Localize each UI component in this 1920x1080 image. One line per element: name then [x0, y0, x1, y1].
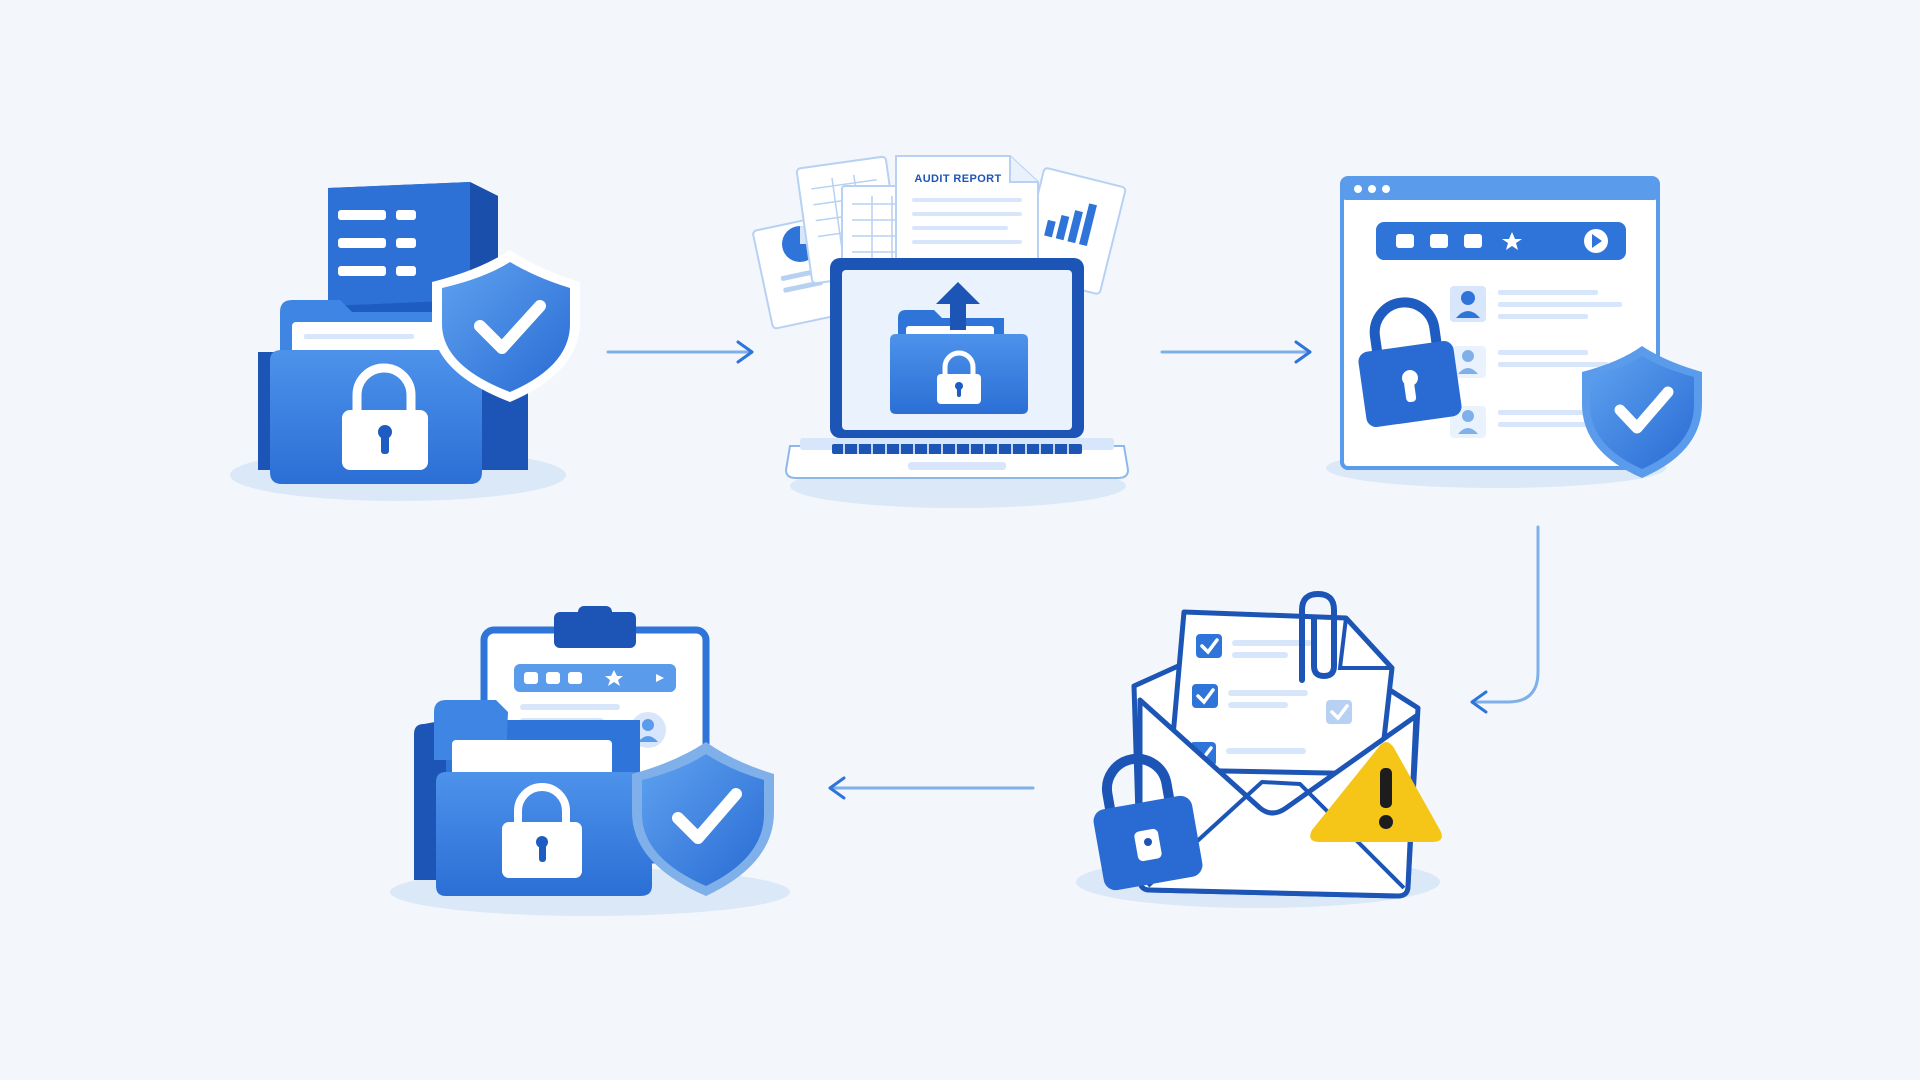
connector-4-5 — [828, 776, 1035, 800]
folder-icon — [414, 700, 652, 896]
shield-check-icon — [432, 250, 580, 402]
paperclip-icon — [1299, 590, 1337, 683]
checklist-document-icon — [1167, 609, 1395, 777]
checkbox-icon — [1196, 634, 1222, 658]
user-list — [1450, 286, 1622, 438]
step-4-email-alert — [1076, 590, 1442, 908]
padlock-icon — [1093, 753, 1203, 891]
connector-1-2 — [606, 340, 754, 364]
star-icon — [1502, 232, 1522, 250]
warning-icon — [1310, 742, 1442, 842]
audit-report-title: AUDIT REPORT — [914, 173, 1001, 185]
padlock-icon — [502, 783, 582, 878]
browser-toolbar — [1376, 222, 1626, 260]
browser-window-icon — [1340, 176, 1660, 470]
step-3-secure-web-app — [1326, 176, 1702, 488]
padlock-icon — [1358, 297, 1462, 428]
upload-arrow-icon — [936, 282, 980, 330]
checkbox-icon — [1326, 700, 1352, 724]
shield-check-icon — [1582, 346, 1702, 478]
shield-check-icon — [632, 742, 774, 896]
laptop-icon — [784, 258, 1130, 479]
checkbox-icon — [1192, 684, 1218, 708]
connector-2-3 — [1160, 340, 1312, 364]
padlock-icon — [342, 363, 428, 470]
connector-3-4 — [1470, 525, 1540, 714]
step-5-secure-records — [390, 606, 790, 916]
audit-report-document: AUDIT REPORT — [895, 155, 1039, 291]
step-2-laptop-upload: AUDIT REPORT — [752, 155, 1130, 508]
step-1-secure-storage — [230, 182, 580, 501]
